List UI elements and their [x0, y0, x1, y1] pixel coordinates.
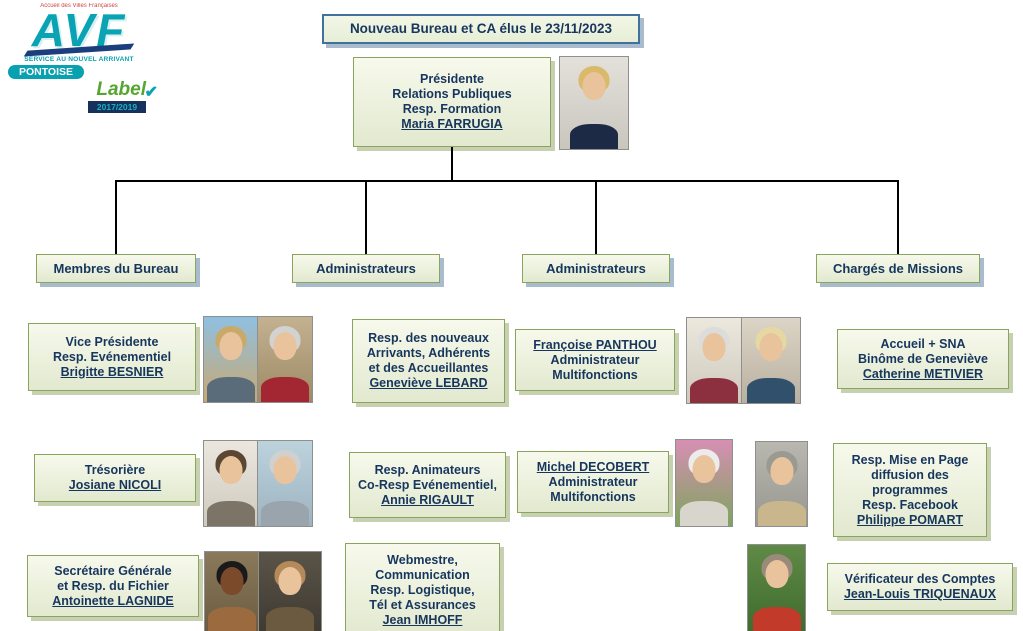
- box-francoise-panthou: Françoise PANTHOU Administrateur Multifo…: [515, 329, 675, 391]
- box-antoinette-lagnide: Secrétaire Générale et Resp. du Fichier …: [27, 555, 199, 617]
- role-line: Webmestre,: [387, 552, 458, 567]
- role-line: Resp. Animateurs: [374, 462, 481, 477]
- role-line: Resp. Evénementiel: [52, 349, 172, 364]
- person-name: Jean-Louis TRIQUENAUX: [843, 587, 997, 601]
- person-name: Jean IMHOFF: [382, 612, 463, 627]
- logo-tagline: SERVICE AU NOUVEL ARRIVANT: [24, 55, 134, 63]
- role-line: et Resp. du Fichier: [57, 578, 169, 593]
- person-name: Catherine METIVIER: [862, 366, 984, 381]
- person-name: Annie RIGAULT: [381, 492, 474, 507]
- logo-label-word: Label: [96, 78, 146, 100]
- connector-line: [365, 181, 367, 254]
- connector-line: [595, 181, 597, 254]
- role-line: diffusion des: [871, 467, 949, 482]
- role-line: programmes: [872, 482, 948, 497]
- avf-logo: Accueil des Villes Françaises AVF SERVIC…: [8, 3, 158, 113]
- box-jean-louis-triquenaux: Vérificateur des Comptes Jean-Louis TRIQ…: [827, 563, 1013, 611]
- role-line: Administrateur: [550, 352, 640, 367]
- role-line: Accueil + SNA: [880, 336, 966, 351]
- role-line: Administrateur: [548, 474, 638, 489]
- role-line: Tél et Assurances: [369, 597, 476, 612]
- logo-top-text: Accueil des Villes Françaises: [40, 3, 118, 9]
- photo-brigitte-besnier: [203, 316, 258, 403]
- box-michel-decobert: Michel DECOBERT Administrateur Multifonc…: [517, 451, 669, 513]
- group-header-charges-de-missions: Chargés de Missions: [816, 254, 980, 283]
- check-icon: ✔: [144, 83, 158, 101]
- role-line: Arrivants, Adhérents: [366, 346, 491, 360]
- group-header-administrateurs-2: Administrateurs: [522, 254, 670, 283]
- president-name: Maria FARRUGIA: [401, 117, 503, 131]
- photo-jean-imhoff: [258, 551, 322, 631]
- photo-maria-farrugia: [559, 56, 629, 150]
- group-header-label: Chargés de Missions: [832, 260, 964, 276]
- role-line: Vérificateur des Comptes: [844, 572, 996, 586]
- role-line: Multifonctions: [552, 367, 638, 382]
- connector-line: [897, 181, 899, 254]
- role-line: Resp. Logistique,: [370, 582, 475, 597]
- group-header-membres-du-bureau: Membres du Bureau: [36, 254, 196, 283]
- role-line: Resp. des nouveaux: [368, 331, 489, 345]
- role-line: Communication: [375, 567, 470, 582]
- person-name: Josiane NICOLI: [68, 478, 162, 492]
- person-name: Brigitte BESNIER: [60, 364, 164, 379]
- person-name: Michel DECOBERT: [536, 459, 650, 474]
- photo-francoise-panthou: [686, 317, 742, 404]
- box-genevieve-lebard: Resp. des nouveaux Arrivants, Adhérents …: [352, 319, 505, 403]
- role-line: Multifonctions: [550, 489, 636, 504]
- person-name: Françoise PANTHOU: [533, 337, 657, 352]
- role-line: Trésorière: [84, 463, 146, 477]
- role-line: Binôme de Geneviève: [858, 351, 988, 366]
- box-brigitte-besnier: Vice Présidente Resp. Evénementiel Brigi…: [28, 323, 196, 391]
- role-line: Resp. Mise en Page: [851, 452, 969, 467]
- photo-michel-decobert: [675, 439, 733, 527]
- president-role-1: Présidente: [420, 72, 484, 86]
- photo-member-red-top: [257, 316, 313, 403]
- group-header-label: Administrateurs: [546, 260, 646, 276]
- box-president: Présidente Relations Publiques Resp. For…: [353, 57, 551, 147]
- group-header-label: Membres du Bureau: [53, 260, 179, 276]
- logo-label-block: Label 2017/2019 ✔: [8, 78, 158, 113]
- role-line: Secrétaire Générale: [54, 563, 172, 578]
- role-line: Resp. Facebook: [862, 497, 958, 512]
- group-header-administrateurs-1: Administrateurs: [292, 254, 440, 283]
- photo-member-grey: [755, 441, 808, 527]
- connector-line: [451, 147, 453, 181]
- page-title: Nouveau Bureau et CA élus le 23/11/2023: [322, 14, 640, 44]
- role-line: et des Accueillantes: [368, 361, 489, 375]
- person-name: Philippe POMART: [856, 512, 964, 527]
- role-line: Vice Présidente: [65, 334, 159, 349]
- box-josiane-nicoli: Trésorière Josiane NICOLI: [34, 454, 196, 502]
- group-header-label: Administrateurs: [316, 260, 416, 276]
- box-philippe-pomart: Resp. Mise en Page diffusion des program…: [833, 443, 987, 537]
- president-role-2: Relations Publiques: [392, 87, 512, 101]
- box-annie-rigault: Resp. Animateurs Co-Resp Evénementiel, A…: [349, 452, 506, 518]
- photo-member-blonde: [741, 317, 801, 404]
- logo-label-years: 2017/2019: [88, 100, 146, 113]
- person-name: Antoinette LAGNIDE: [52, 593, 174, 608]
- connector-line: [115, 181, 117, 254]
- box-catherine-metivier: Accueil + SNA Binôme de Geneviève Cather…: [837, 329, 1009, 389]
- person-name: Geneviève LEBARD: [369, 376, 488, 390]
- photo-annie-rigault: [257, 440, 313, 527]
- president-role-3: Resp. Formation: [402, 102, 502, 116]
- box-jean-imhoff: Webmestre, Communication Resp. Logistiqu…: [345, 543, 500, 631]
- role-line: Co-Resp Evénementiel,: [358, 477, 497, 492]
- photo-antoinette-lagnide: [204, 551, 259, 631]
- logo-city-banner: PONTOISE: [8, 64, 84, 79]
- connector-line: [115, 180, 899, 182]
- page-title-text: Nouveau Bureau et CA élus le 23/11/2023: [349, 20, 613, 36]
- photo-josiane-nicoli: [203, 440, 258, 527]
- photo-jean-louis-triquenaux: [747, 544, 806, 631]
